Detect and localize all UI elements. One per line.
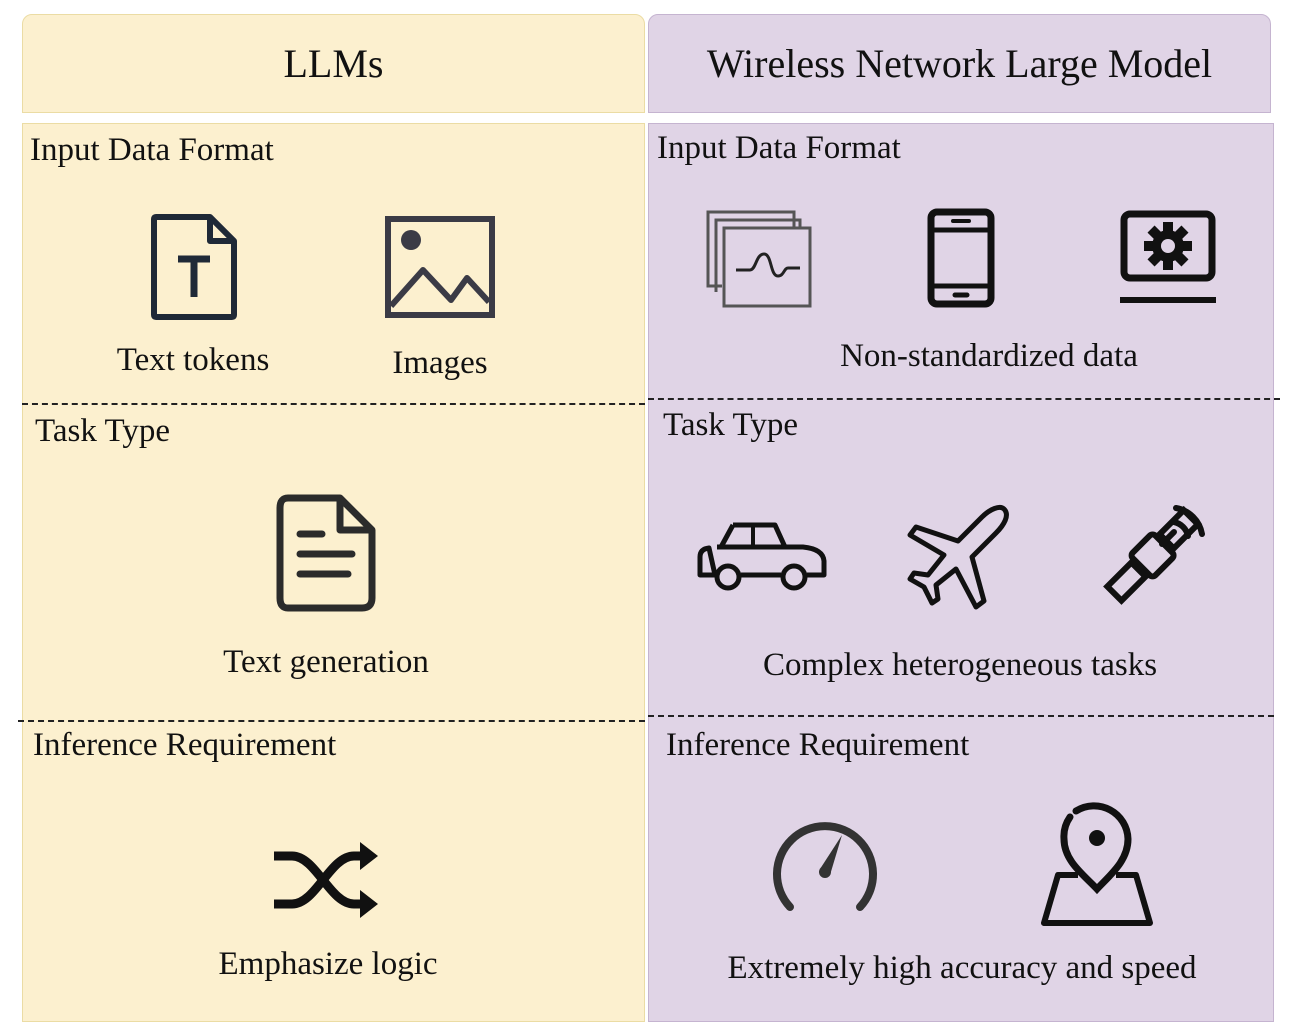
airplane-icon xyxy=(906,503,1012,610)
accuracy-speed-label: Extremely high accuracy and speed xyxy=(727,950,1197,986)
non-standardized-data-label: Non-standardized data xyxy=(840,338,1138,374)
document-icon xyxy=(276,494,376,612)
emphasize-logic-label: Emphasize logic xyxy=(218,946,438,982)
wireless-header-title: Wireless Network Large Model xyxy=(706,41,1213,86)
image-icon xyxy=(385,216,495,318)
llms-separator-1 xyxy=(22,403,645,405)
llms-input-title: Input Data Format xyxy=(30,132,274,168)
complex-heterogeneous-tasks-label: Complex heterogeneous tasks xyxy=(762,647,1158,683)
wireless-input-title: Input Data Format xyxy=(657,130,901,166)
llms-inference-title: Inference Requirement xyxy=(33,727,337,763)
wireless-header: Wireless Network Large Model xyxy=(648,14,1271,113)
speedometer-icon xyxy=(770,819,880,911)
llms-task-title: Task Type xyxy=(35,413,170,449)
llms-header-title: LLMs xyxy=(283,41,384,86)
text-generation-label: Text generation xyxy=(223,644,429,680)
wireless-separator-2 xyxy=(648,715,1274,717)
laptop-gear-icon xyxy=(1118,210,1218,306)
llms-separator-2 xyxy=(18,720,645,722)
car-icon xyxy=(697,521,827,591)
wireless-inference-title: Inference Requirement xyxy=(666,727,970,763)
wireless-separator-1 xyxy=(648,398,1280,400)
smartphone-icon xyxy=(927,208,995,308)
shuffle-icon xyxy=(272,842,380,918)
text-tokens-label: Text tokens xyxy=(116,342,270,378)
text-file-icon xyxy=(150,213,238,321)
llms-header: LLMs xyxy=(22,14,645,113)
signal-windows-icon xyxy=(704,208,812,308)
satellite-icon xyxy=(1100,500,1208,608)
wireless-task-title: Task Type xyxy=(663,407,798,443)
images-label: Images xyxy=(392,345,488,381)
map-pin-icon xyxy=(1040,802,1154,927)
